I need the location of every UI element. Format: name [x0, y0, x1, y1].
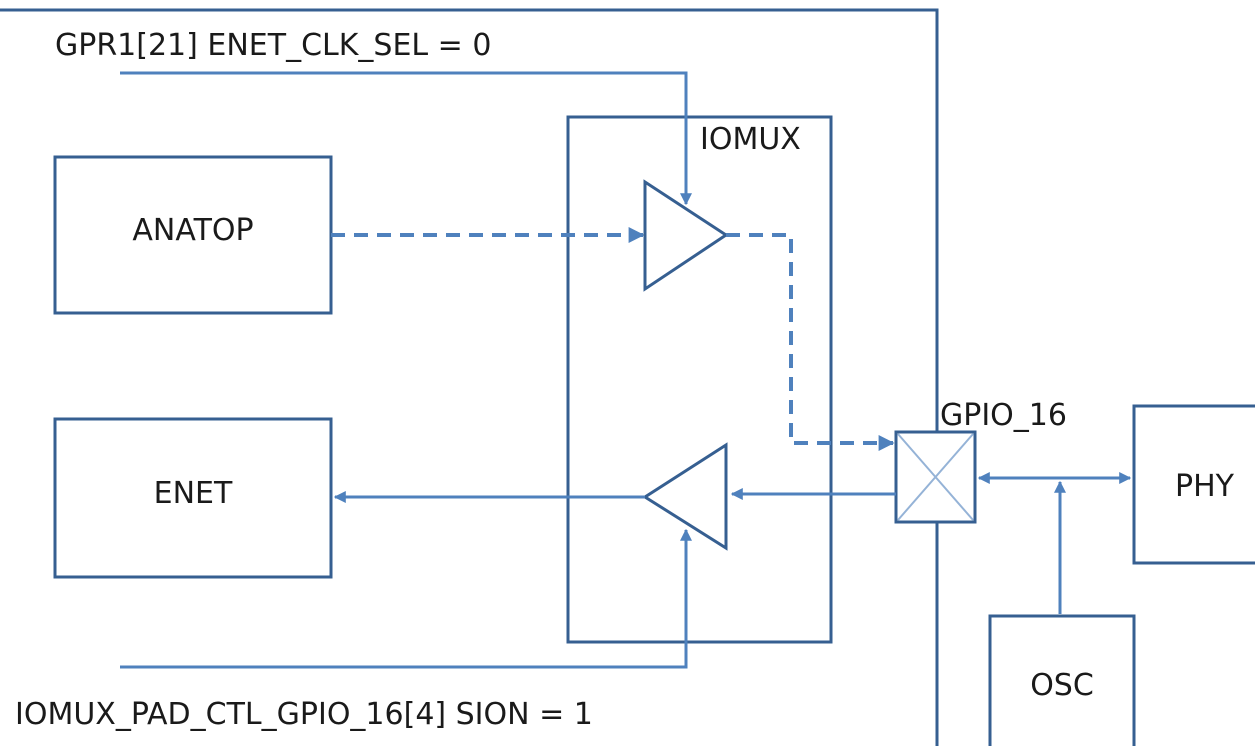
gpr-control-wire [120, 71, 692, 206]
osc-label: OSC [1030, 668, 1094, 703]
gpio16-label: GPIO_16 [940, 398, 1067, 433]
iomux-block [566, 115, 833, 644]
phy-label: PHY [1175, 469, 1235, 504]
sion-control-wire [120, 528, 692, 669]
input-buffer-icon [642, 442, 728, 551]
sion-signal-label: IOMUX_PAD_CTL_GPIO_16[4] SION = 1 [15, 697, 593, 732]
output-buffer-icon [643, 179, 729, 292]
gpr-signal-label: GPR1[21] ENET_CLK_SEL = 0 [55, 28, 491, 63]
phy-block [1132, 404, 1255, 565]
iomux-label: IOMUX [700, 122, 801, 157]
enet-block [53, 417, 333, 579]
buffer-to-pad-wire [726, 233, 895, 451]
anatop-block [53, 155, 333, 315]
enet-label: ENET [154, 476, 233, 511]
pad-cross-icon [897, 433, 974, 521]
osc-block [988, 614, 1136, 746]
anatop-label: ANATOP [132, 213, 253, 248]
